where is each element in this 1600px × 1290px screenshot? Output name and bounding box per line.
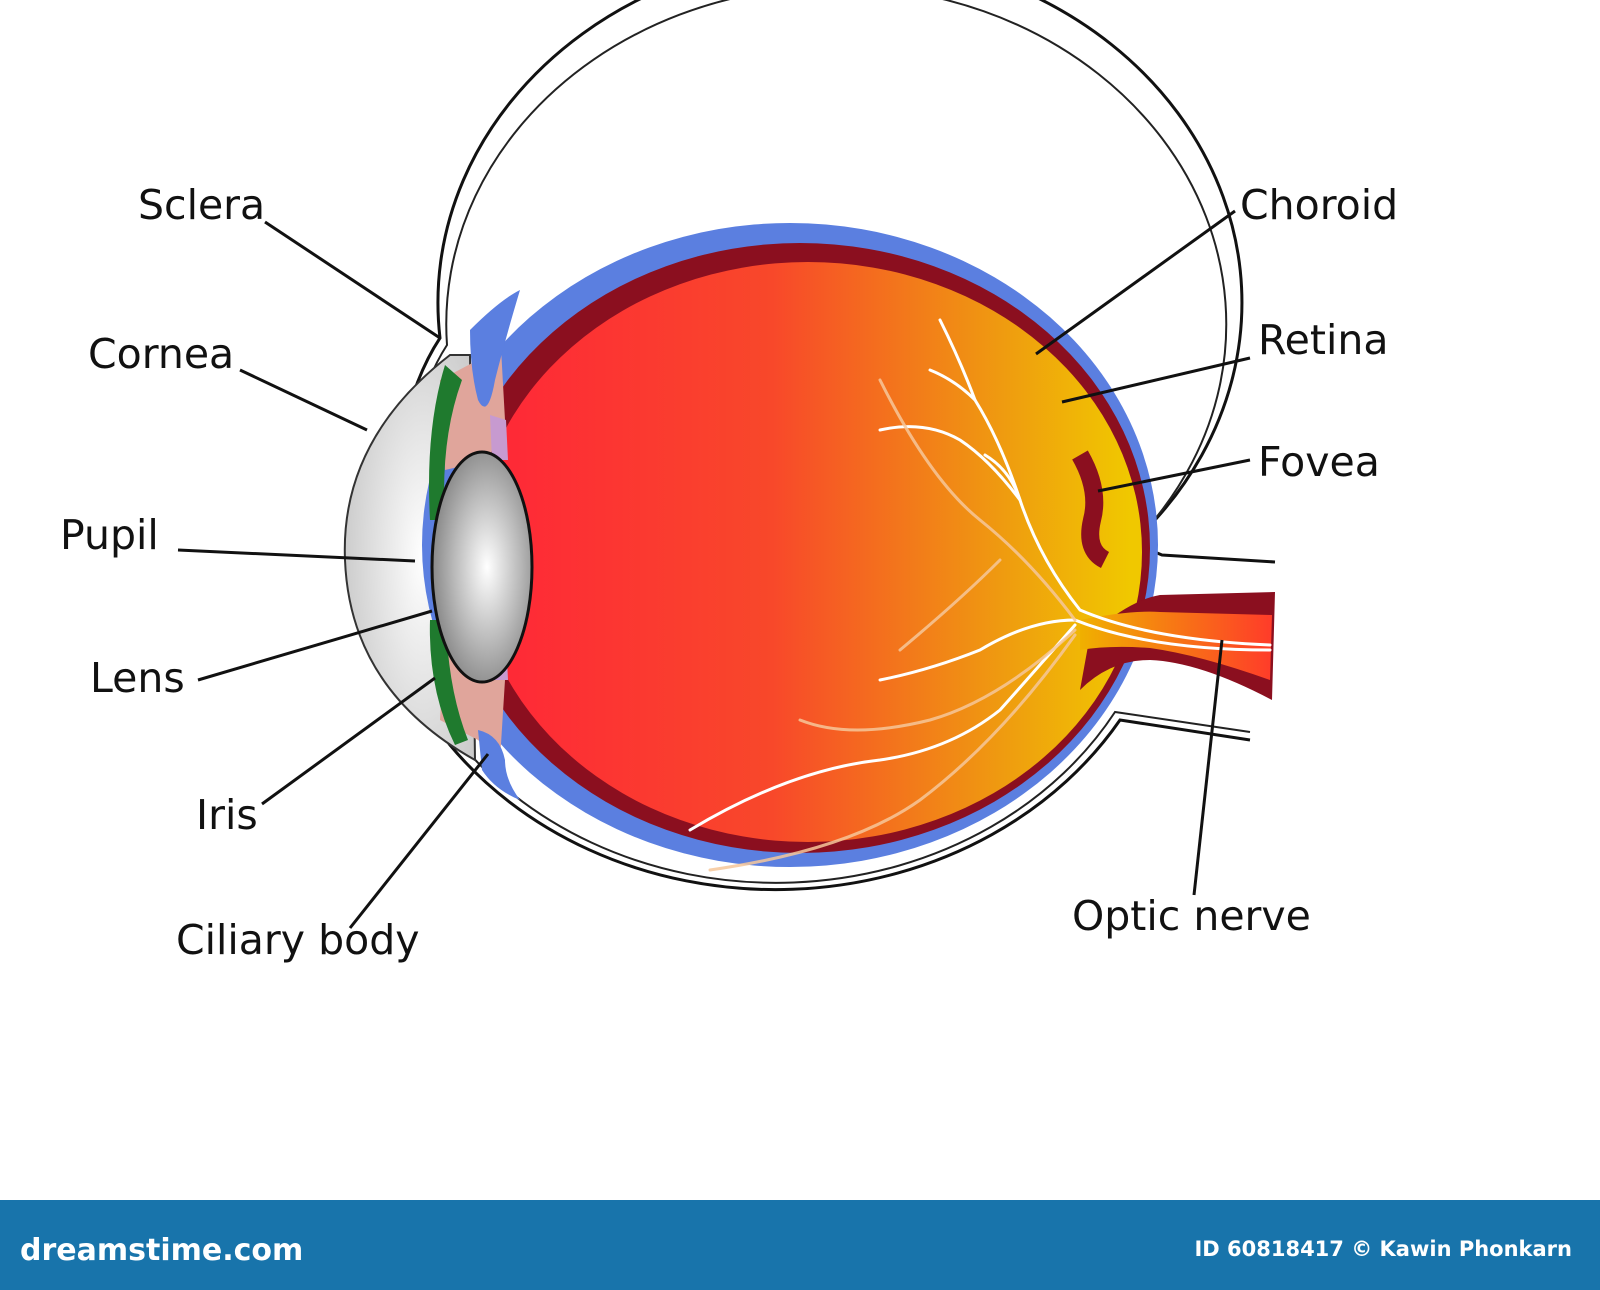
leader-cornea <box>239 368 368 432</box>
label-optic-nerve: Optic nerve <box>1072 892 1311 940</box>
ciliary-body-upper <box>470 290 520 407</box>
label-retina: Retina <box>1258 316 1389 364</box>
optic-nerve-sheath-top <box>1149 548 1276 564</box>
label-choroid: Choroid <box>1240 181 1399 229</box>
leader-optic-nerve <box>1192 639 1224 896</box>
leader-lines <box>177 209 1251 929</box>
footer-brand[interactable]: dreamstime.com <box>20 1233 304 1268</box>
leader-iris <box>261 676 436 806</box>
blood-vessels-faint <box>708 378 1077 872</box>
label-pupil: Pupil <box>60 511 159 559</box>
leader-lens <box>197 609 433 682</box>
footer-bar <box>0 1200 1600 1290</box>
lens-shape <box>430 450 534 684</box>
leader-ciliary-body <box>348 753 490 929</box>
label-iris: Iris <box>196 791 258 839</box>
sclera-inner-outline <box>400 0 1251 884</box>
footer-credit: ID 60818417 © Kawin Phonkarn <box>1194 1237 1572 1261</box>
ciliary-body-lower <box>478 730 520 800</box>
leader-choroid <box>1035 209 1236 356</box>
vitreous-body <box>474 262 1142 842</box>
iris-upper-green <box>429 365 462 520</box>
iris-lower-green <box>429 620 468 745</box>
label-lens: Lens <box>90 654 185 702</box>
leader-sclera <box>264 220 441 340</box>
label-ciliary-body: Ciliary body <box>176 916 420 964</box>
eye-anatomy-diagram <box>177 0 1276 929</box>
ciliary-upper-lavender <box>490 415 508 460</box>
fovea-bump <box>1072 450 1110 569</box>
label-cornea: Cornea <box>88 330 235 378</box>
label-fovea: Fovea <box>1258 438 1380 486</box>
leader-pupil <box>177 548 416 563</box>
leader-retina <box>1061 356 1251 404</box>
sclera-outline <box>390 0 1251 892</box>
leader-fovea <box>1097 458 1251 493</box>
label-sclera: Sclera <box>138 181 266 229</box>
